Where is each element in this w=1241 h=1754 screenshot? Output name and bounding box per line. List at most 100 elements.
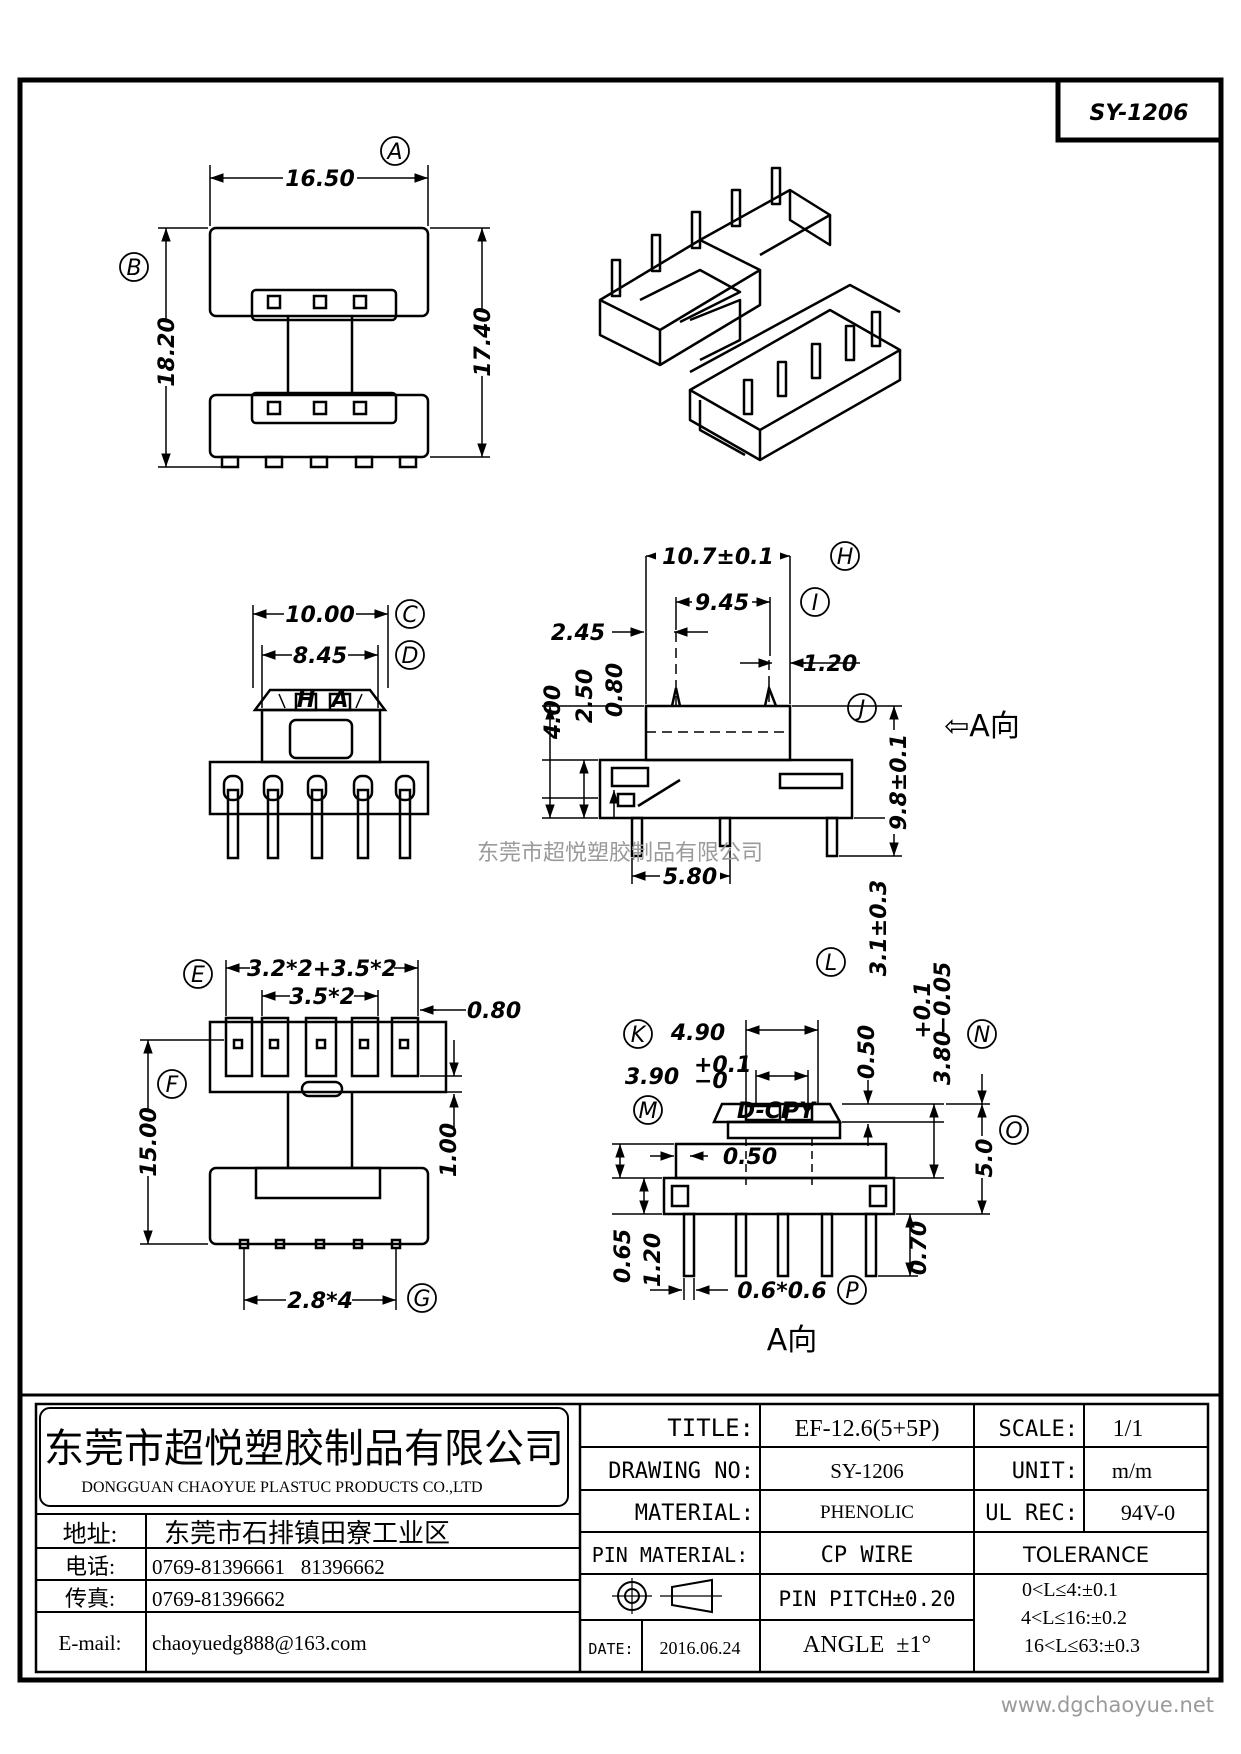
sheet-frame	[17, 77, 1224, 1683]
bottom-view-pin-post	[260, 1016, 290, 1078]
pin-material-value: CP WIRE	[821, 1543, 914, 1568]
phone-value: 0769-81396661 81396662	[152, 1555, 385, 1579]
front-view-pin	[398, 788, 412, 860]
top-view-pin-slot	[266, 400, 282, 416]
material-label: MATERIAL:	[635, 1501, 754, 1526]
iso-pin	[770, 166, 782, 206]
top-view-pin-slot	[312, 294, 328, 310]
dim-bottom-080: 0.80	[467, 999, 521, 1024]
iso-pin	[690, 210, 702, 250]
tolerance-range-2: 4<L≤16:±0.2	[1021, 1607, 1127, 1629]
bottom-view-pin-post	[304, 1016, 338, 1078]
top-view-pin-end	[354, 455, 374, 469]
top-view-pin-slot	[352, 294, 368, 310]
front-view-pin	[266, 788, 280, 860]
top-view	[119, 136, 490, 469]
title-label: TITLE:	[667, 1414, 754, 1442]
website-watermark: www.dgchaoyue.net	[1001, 1693, 1214, 1717]
dim-side-945: 9.45	[695, 591, 749, 616]
callout-d: D	[402, 644, 419, 669]
dim-side-250: 2.50	[573, 669, 598, 723]
view-a	[612, 1019, 1029, 1305]
iso-pin	[742, 378, 754, 416]
unit-value: m/m	[1112, 1458, 1152, 1483]
top-view-pin-slot	[312, 400, 328, 416]
email-label: E-mail:	[59, 1631, 122, 1655]
iso-pin	[870, 310, 882, 348]
pin-pitch-tolerance: PIN PITCH±0.20	[778, 1587, 955, 1611]
bottom-view-pin-post	[390, 1016, 420, 1078]
callout-c: C	[402, 603, 418, 628]
bottom-view-top-flange	[208, 1020, 448, 1094]
dim-side-98: 9.8±0.1	[887, 734, 912, 830]
dim-side-31: 3.1±0.3	[867, 880, 892, 976]
iso-pin	[730, 188, 742, 228]
dim-view-a-380-tol-plus: +0.1	[911, 981, 936, 1038]
top-view-pin-end	[398, 455, 418, 469]
drawing-no-value: SY-1206	[830, 1459, 904, 1483]
address-label: 地址:	[63, 1521, 118, 1548]
company-name-en: DONGGUAN CHAOYUE PLASTUC PRODUCTS CO.,LT…	[81, 1479, 482, 1496]
callout-i: I	[812, 591, 819, 616]
view-a-marking-box	[744, 1104, 782, 1122]
iso-pin	[844, 324, 856, 362]
view-a-marking-1: D-CI	[737, 1099, 789, 1124]
front-view-marking-h: H	[297, 688, 315, 713]
watermark-text: 东莞市超悦塑胶制品有限公司	[477, 841, 763, 866]
front-view-flange	[208, 760, 430, 816]
ul-value: 94V-0	[1121, 1500, 1175, 1525]
ul-label: UL REC:	[985, 1501, 1078, 1526]
top-view-lower-boss	[250, 391, 398, 425]
projection-symbol	[612, 1578, 722, 1614]
dim-view-a-065: 0.65	[611, 1229, 636, 1283]
iso-upper-flange-top	[598, 238, 762, 332]
view-a-pin	[734, 1212, 748, 1278]
pin-material-label: PIN MATERIAL:	[592, 1543, 749, 1567]
dim-view-a-380-tol-minus: −0.05	[931, 962, 956, 1035]
front-view-marking-a: A	[329, 688, 348, 713]
tolerance-range-1: 0<L≤4:±0.1	[1022, 1579, 1118, 1601]
scale-value: 1/1	[1113, 1416, 1144, 1442]
dim-bottom-100: 1.00	[437, 1123, 462, 1177]
angle-tolerance: ANGLE ±1°	[803, 1632, 931, 1658]
dim-view-a-490: 4.90	[670, 1021, 725, 1046]
callout-j: J	[855, 697, 866, 722]
dim-view-a-050-v: 0.50	[855, 1025, 880, 1079]
callout-n: N	[974, 1023, 990, 1048]
dim-side-400: 4.00	[541, 685, 566, 740]
dim-view-a-390-tol-plus: +0.1	[694, 1053, 751, 1078]
address-value: 东莞市石排镇田寮工业区	[164, 1519, 450, 1548]
side-view-right-lug	[763, 683, 778, 707]
dim-side-080: 0.80	[603, 663, 628, 717]
date-label: DATE:	[588, 1640, 633, 1658]
side-view-top-section	[644, 704, 792, 762]
bottom-view	[140, 959, 466, 1313]
view-a-pin	[682, 1212, 696, 1278]
dim-bottom-28: 2.8*4	[287, 1289, 353, 1314]
callout-a: A	[385, 140, 402, 165]
iso-pin	[650, 233, 662, 273]
title-block	[20, 1393, 1221, 1674]
iso-pin	[810, 342, 822, 380]
bottom-view-pin-post	[350, 1016, 380, 1078]
top-view-pin-end	[220, 455, 240, 469]
callout-p: P	[845, 1279, 859, 1304]
view-a-base	[662, 1176, 896, 1216]
dim-view-a-50: 5.0	[973, 1139, 998, 1178]
callout-f: F	[166, 1073, 179, 1098]
callout-g: G	[413, 1287, 430, 1312]
view-a-upper-band	[726, 1120, 842, 1140]
dim-view-a-390: 3.90	[625, 1065, 679, 1090]
drawing-number-tag: SY-1206	[1055, 77, 1224, 143]
view-a-pin	[864, 1212, 878, 1278]
view-a-caption: A向	[767, 1323, 818, 1358]
isometric-view	[598, 166, 902, 462]
drawing-number-tag-text: SY-1206	[1090, 101, 1189, 126]
material-value: PHENOLIC	[820, 1502, 914, 1523]
side-view-pin	[718, 816, 732, 848]
dim-view-a-380: 3.80	[931, 1031, 956, 1085]
dim-bottom-35: 3.5*2	[289, 985, 355, 1010]
callout-l: L	[825, 951, 837, 976]
bottom-view-lower-flange	[208, 1166, 430, 1246]
